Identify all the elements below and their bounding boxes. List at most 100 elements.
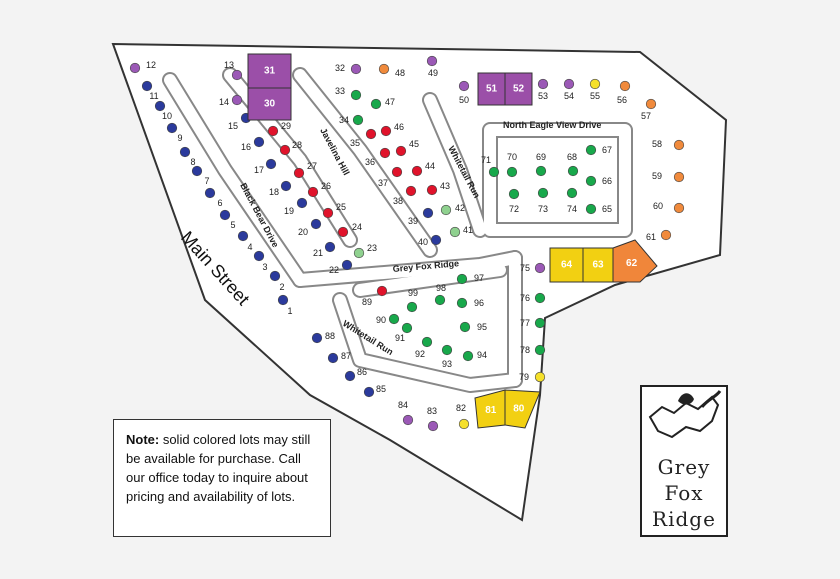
lot-53-dot[interactable] (537, 78, 549, 90)
lot-44[interactable]: 44 (411, 161, 435, 177)
lot-27-dot[interactable] (293, 167, 305, 179)
lot-43[interactable]: 43 (426, 181, 450, 196)
lot-64-parcel[interactable] (549, 247, 584, 283)
lot-8[interactable]: 8 (179, 146, 196, 167)
lot-79[interactable]: 79 (519, 371, 546, 383)
lot-23[interactable]: 23 (353, 243, 377, 259)
lot-78[interactable]: 78 (520, 344, 546, 356)
lot-4[interactable]: 4 (237, 230, 253, 252)
lot-73-dot[interactable] (537, 187, 549, 199)
lot-36-dot[interactable] (379, 147, 391, 159)
lot-54[interactable]: 54 (563, 78, 575, 101)
lot-28-dot[interactable] (279, 144, 291, 156)
lot-57[interactable]: 57 (641, 98, 657, 121)
lot-86-dot[interactable] (344, 370, 356, 382)
lot-76-dot[interactable] (534, 292, 546, 304)
lot-64[interactable]: 64 (549, 247, 584, 283)
lot-41-dot[interactable] (449, 226, 461, 238)
lot-31-parcel[interactable] (247, 53, 292, 89)
lot-60[interactable]: 60 (653, 201, 685, 214)
lot-2[interactable]: 2 (269, 270, 285, 292)
lot-54-dot[interactable] (563, 78, 575, 90)
lot-14-dot[interactable] (231, 94, 243, 106)
lot-40[interactable]: 40 (418, 234, 442, 247)
lot-77-dot[interactable] (534, 317, 546, 329)
lot-38-dot[interactable] (405, 185, 417, 197)
lot-67[interactable]: 67 (585, 144, 612, 156)
lot-28[interactable]: 28 (279, 140, 302, 156)
lot-13[interactable]: 13 (224, 60, 243, 81)
lot-21[interactable]: 21 (313, 241, 336, 258)
lot-58[interactable]: 58 (652, 139, 685, 151)
lot-92[interactable]: 92 (415, 336, 433, 359)
lot-19-dot[interactable] (296, 197, 308, 209)
lot-36[interactable]: 36 (365, 147, 391, 167)
lot-52[interactable]: 52 (504, 72, 533, 106)
lot-85[interactable]: 85 (363, 384, 386, 398)
lot-49[interactable]: 49 (426, 55, 438, 78)
lot-17[interactable]: 17 (254, 158, 277, 175)
lot-74-dot[interactable] (566, 187, 578, 199)
lot-32-dot[interactable] (350, 63, 362, 75)
lot-42[interactable]: 42 (440, 203, 465, 216)
lot-56-dot[interactable] (619, 80, 631, 92)
lot-98-dot[interactable] (434, 294, 446, 306)
lot-25-dot[interactable] (322, 207, 334, 219)
lot-75-dot[interactable] (534, 262, 546, 274)
lot-61[interactable]: 61 (646, 229, 672, 242)
lot-3-dot[interactable] (253, 250, 265, 262)
lot-16-dot[interactable] (253, 136, 265, 148)
lot-71[interactable]: 71 (481, 155, 500, 178)
lot-1-dot[interactable] (277, 294, 289, 306)
lot-34[interactable]: 34 (339, 114, 364, 126)
lot-40-dot[interactable] (430, 234, 442, 246)
lot-94[interactable]: 94 (462, 350, 487, 362)
lot-68[interactable]: 68 (567, 152, 579, 177)
lot-97-dot[interactable] (456, 273, 468, 285)
lot-43-dot[interactable] (426, 184, 438, 196)
lot-96[interactable]: 96 (456, 297, 484, 309)
lot-71-dot[interactable] (488, 166, 500, 178)
lot-26-dot[interactable] (307, 186, 319, 198)
lot-16[interactable]: 16 (241, 136, 265, 152)
lot-81[interactable]: 81 (474, 389, 506, 429)
lot-29[interactable]: 29 (267, 121, 291, 137)
lot-39[interactable]: 39 (408, 207, 434, 226)
lot-48[interactable]: 48 (378, 63, 405, 78)
lot-78-dot[interactable] (534, 344, 546, 356)
lot-52-parcel[interactable] (504, 72, 533, 106)
lot-26[interactable]: 26 (307, 181, 331, 198)
lot-93[interactable]: 93 (441, 344, 453, 369)
lot-12-dot[interactable] (129, 62, 141, 74)
lot-75[interactable]: 75 (520, 262, 546, 274)
lot-24[interactable]: 24 (337, 222, 362, 238)
lot-46-dot[interactable] (380, 125, 392, 137)
lot-70-dot[interactable] (506, 166, 518, 178)
lot-1[interactable]: 1 (277, 294, 293, 316)
lot-66-dot[interactable] (585, 175, 597, 187)
lot-89-dot[interactable] (376, 285, 388, 297)
lot-67-dot[interactable] (585, 144, 597, 156)
lot-82-dot[interactable] (458, 418, 470, 430)
lot-72[interactable]: 72 (508, 188, 520, 214)
lot-90[interactable]: 90 (376, 313, 400, 325)
lot-48-dot[interactable] (378, 63, 390, 75)
lot-84-dot[interactable] (402, 414, 414, 426)
lot-95-dot[interactable] (459, 321, 471, 333)
lot-53[interactable]: 53 (537, 78, 549, 101)
lot-99[interactable]: 99 (406, 288, 418, 313)
lot-22[interactable]: 22 (329, 259, 353, 275)
lot-83-dot[interactable] (427, 420, 439, 432)
lot-30[interactable]: 30 (247, 87, 292, 121)
lot-10[interactable]: 10 (154, 100, 172, 121)
lot-6[interactable]: 6 (204, 187, 223, 208)
lot-17-dot[interactable] (265, 158, 277, 170)
lot-59[interactable]: 59 (652, 171, 685, 183)
lot-7[interactable]: 7 (191, 165, 210, 186)
lot-11[interactable]: 11 (141, 80, 159, 101)
lot-82[interactable]: 82 (456, 403, 470, 430)
lot-45[interactable]: 45 (395, 139, 419, 157)
lot-86[interactable]: 86 (344, 367, 367, 382)
lot-21-dot[interactable] (324, 241, 336, 253)
lot-29-dot[interactable] (267, 125, 279, 137)
